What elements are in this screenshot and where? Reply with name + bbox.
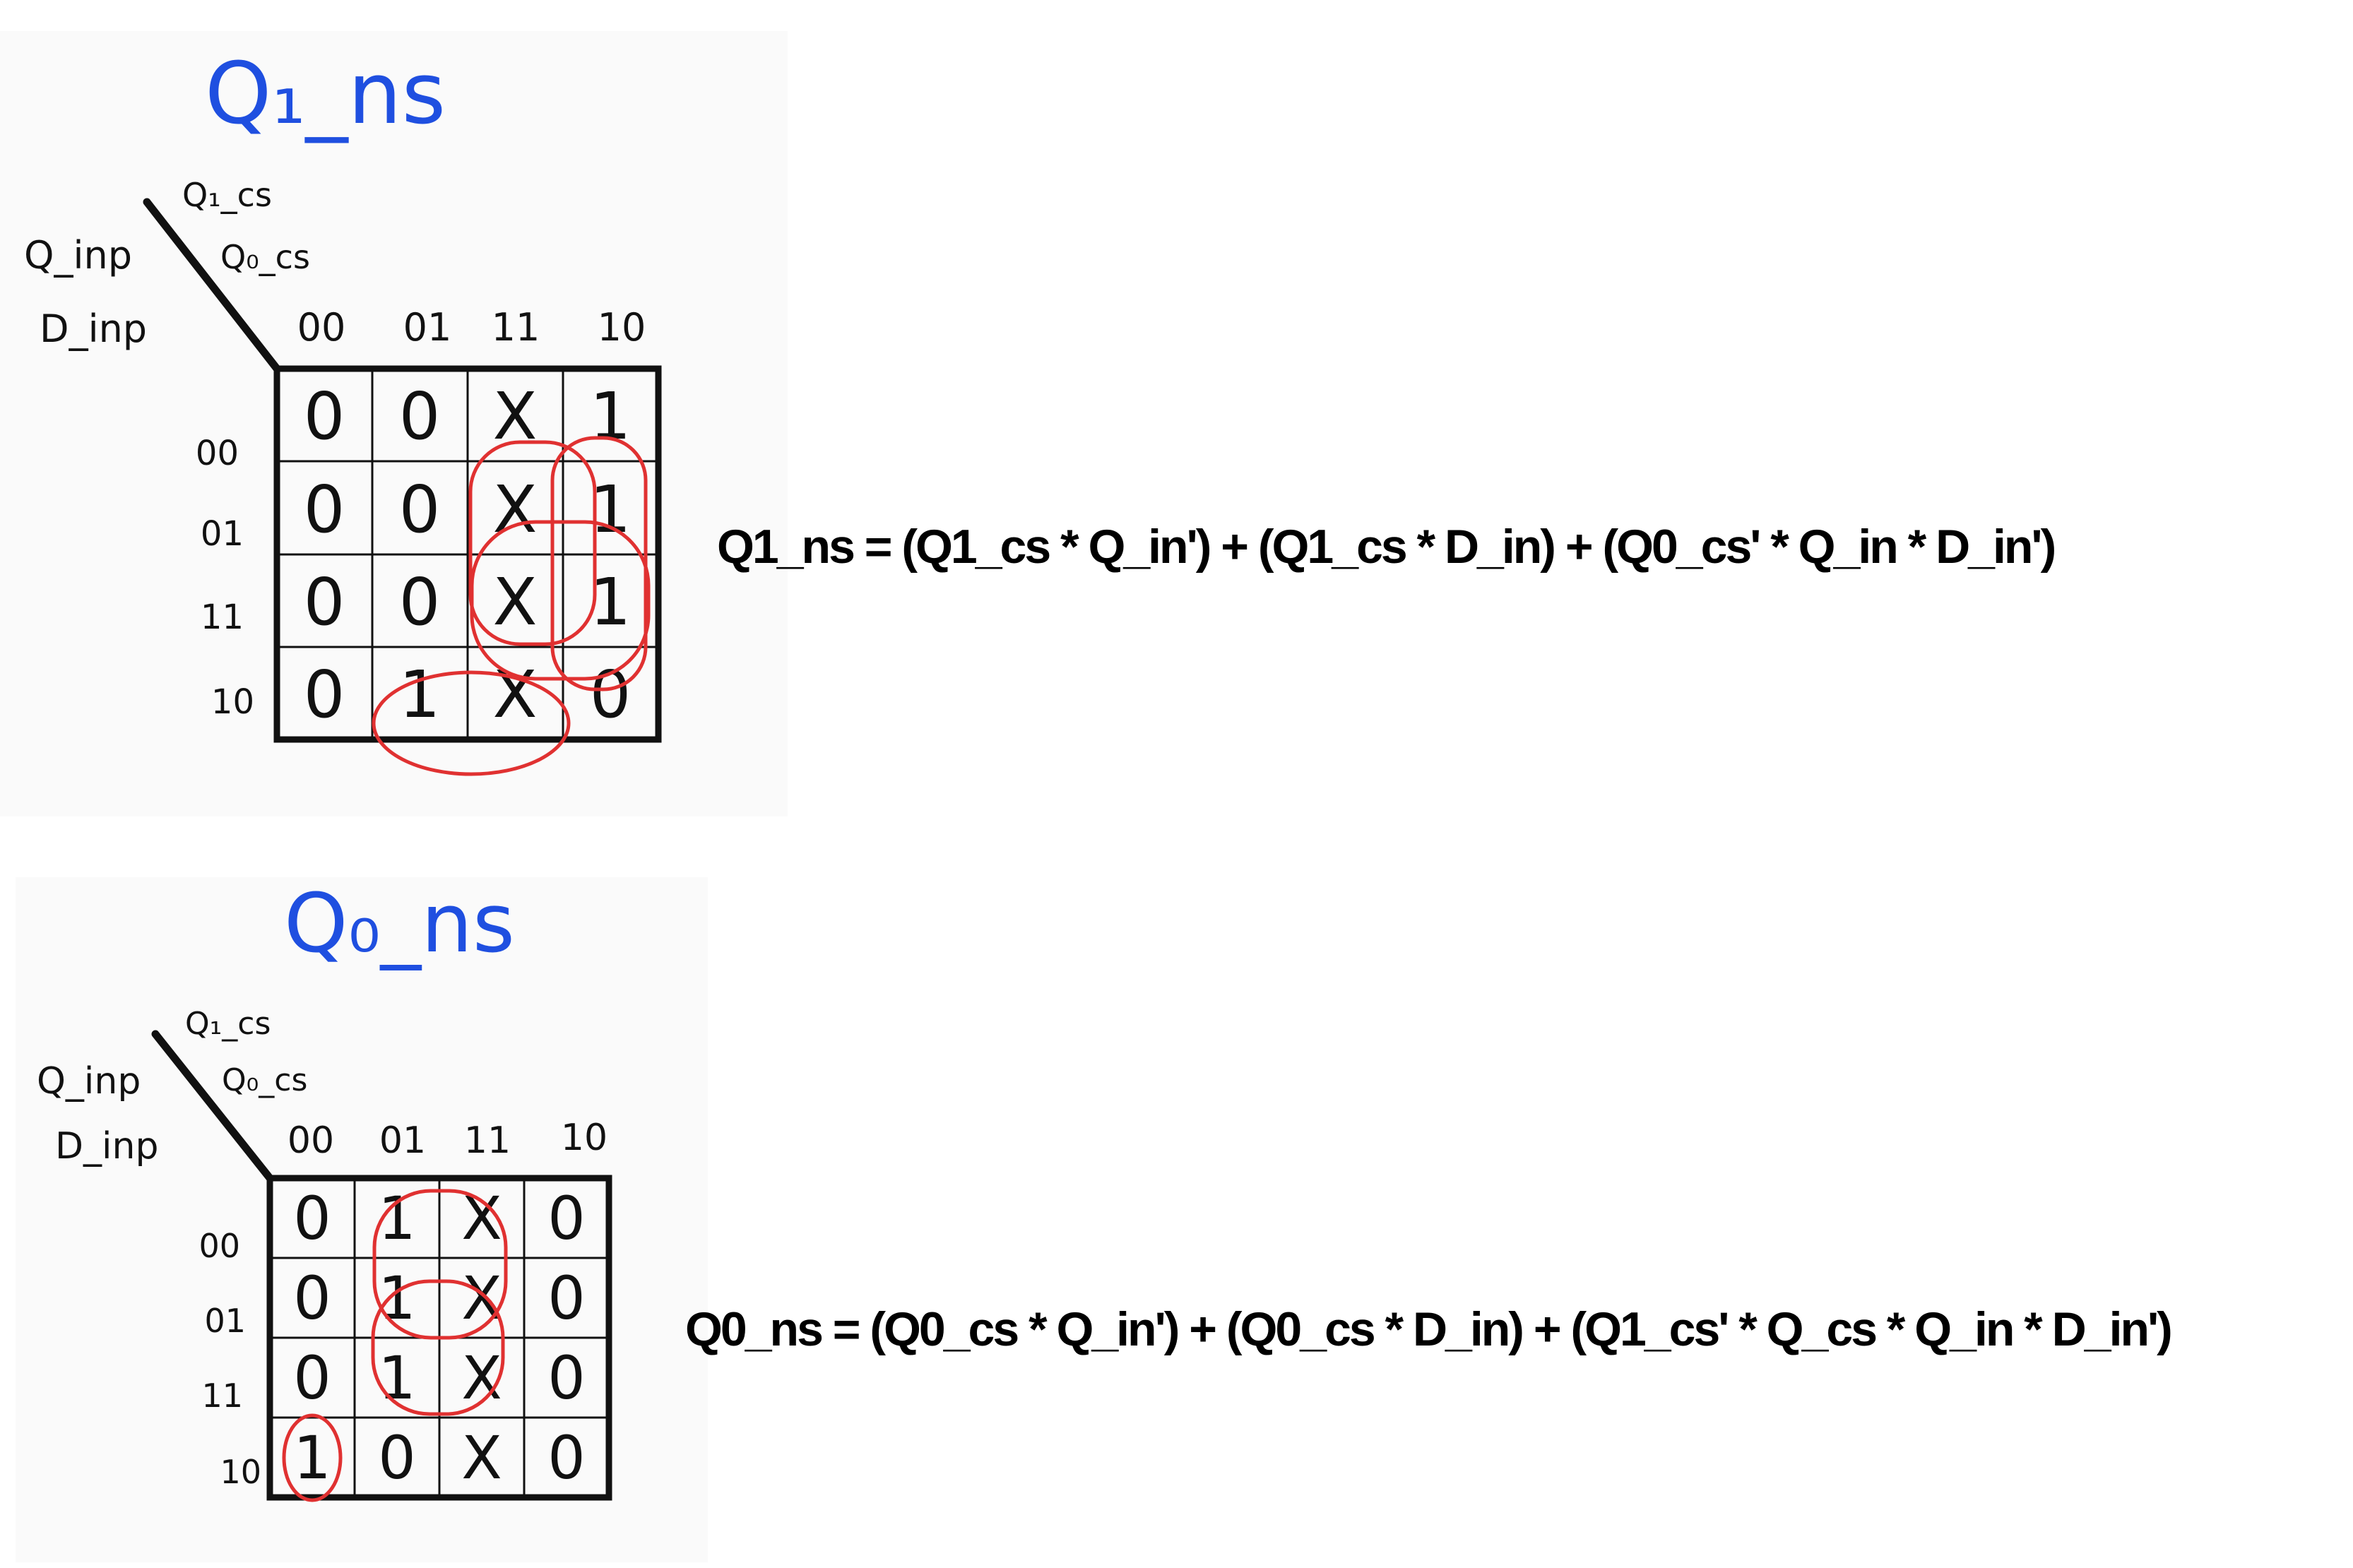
equation-q0-ns: Q0_ns = (Q0_cs * Q_in') + (Q0_cs * D_in)… [685,1302,2173,1356]
kmap-cell: X [461,1264,502,1333]
row-header: 00 [196,434,239,473]
kmap-cell: X [492,564,537,640]
group-circle [468,440,597,646]
kmap-cell: 0 [378,1423,415,1492]
kmap-cell: 0 [304,472,345,547]
kmap-title: Q₁_ns [205,45,446,143]
kmap-cell: 0 [293,1184,331,1253]
kmap-cell: 0 [304,657,345,732]
corner-diagonal [151,1030,274,1182]
row-header: 00 [198,1227,240,1265]
row-header: 10 [220,1453,261,1491]
row-variable-2: D_inp [55,1125,158,1168]
row-header: 11 [201,1377,243,1415]
kmap-cell: 0 [547,1343,585,1413]
kmap-cell: 1 [378,1343,415,1413]
col-variable-2: Q₀_cs [222,1062,307,1098]
kmap-cell: 0 [293,1264,331,1333]
kmap-group-circles [282,1189,508,1502]
row-variable-2: D_inp [40,307,147,351]
col-header: 00 [288,1119,334,1162]
row-header: 10 [211,682,254,722]
kmap-cell: 0 [399,564,441,640]
kmap-q0-panel: Q₀_ns Q₁_cs Q₀_cs Q_inp D_inp 00 01 11 1… [16,877,708,1562]
col-header: 11 [492,305,540,350]
col-header: 01 [403,305,452,350]
corner-diagonal [143,198,281,373]
kmap-cell: 1 [293,1423,331,1492]
kmap-cell: 0 [293,1343,331,1413]
col-header: 01 [379,1119,426,1162]
group-circle [372,1189,508,1340]
row-header: 01 [201,514,244,554]
kmap-q0-drawing: Q₀_ns Q₁_cs Q₀_cs Q_inp D_inp 00 01 11 1… [37,877,612,1502]
kmap-cell: X [461,1423,502,1492]
kmap-cell: 0 [547,1184,585,1253]
group-circle [372,670,571,776]
row-header: 01 [204,1302,246,1340]
col-header: 10 [561,1117,607,1159]
kmap-cells: 0 1 X 0 0 1 X 0 0 1 X 0 1 0 X 0 [293,1184,585,1492]
kmap-cell: 0 [590,657,632,732]
group-circle [282,1413,343,1502]
equation-q1-ns: Q1_ns = (Q1_cs * Q_in') + (Q1_cs * D_in)… [717,520,2056,574]
kmap-cell: 0 [547,1264,585,1333]
row-variable-1: Q_inp [37,1060,141,1103]
kmap-q1-panel: Q₁_ns Q₁_cs Q₀_cs Q_inp D_inp 00 01 11 1… [0,31,788,816]
group-circle [371,1279,505,1416]
kmap-cells: 0 0 X 1 0 0 X 1 0 0 X 1 0 1 X 0 [304,379,632,732]
col-variable-1: Q₁_cs [182,176,272,214]
kmap-q1-drawing: Q₁_ns Q₁_cs Q₀_cs Q_inp D_inp 00 01 11 1… [24,45,662,776]
kmap-cell: 1 [399,657,441,732]
col-header: 10 [598,305,646,350]
kmap-cell: 0 [399,379,441,454]
kmap-cell: 0 [547,1423,585,1492]
col-header: 11 [464,1119,511,1162]
kmap-group-circles [372,436,651,776]
kmap-cell: 0 [304,564,345,640]
col-variable-2: Q₀_cs [220,238,310,276]
kmap-title: Q₀_ns [284,877,515,971]
group-circle [470,520,651,681]
kmap-grid-lines [270,1178,609,1497]
kmap-cell: X [492,472,537,547]
row-variable-1: Q_inp [24,233,132,278]
col-header: 00 [297,305,346,350]
kmap-cell: 0 [399,472,441,547]
kmap-cell: 0 [304,379,345,454]
row-header: 11 [201,598,244,637]
col-variable-1: Q₁_cs [185,1006,271,1042]
kmap-cell: 1 [378,1264,415,1333]
